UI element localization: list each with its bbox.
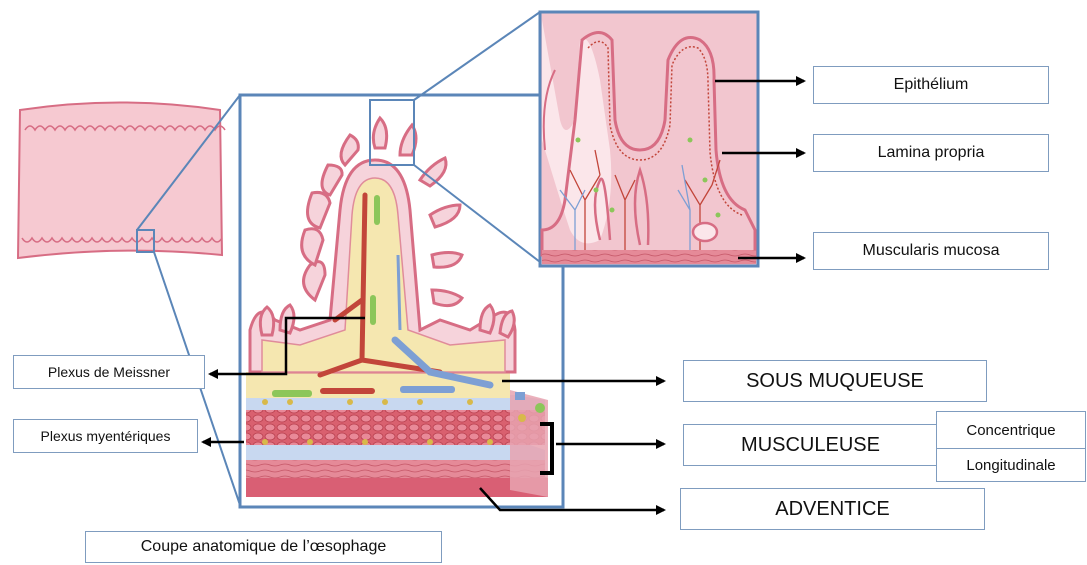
label-plexus-myenteriques-text: Plexus myentériques	[41, 428, 171, 444]
label-musculeuse-text: MUSCULEUSE	[741, 434, 880, 457]
label-plexus-meissner-text: Plexus de Meissner	[48, 364, 170, 380]
label-musculeuse: MUSCULEUSE	[683, 424, 938, 466]
label-muscularis-mucosa: Muscularis mucosa	[813, 232, 1049, 270]
esophagus-tube-segment	[18, 103, 225, 259]
label-longitudinale-text: Longitudinale	[966, 457, 1055, 474]
label-adventice-text: ADVENTICE	[775, 498, 889, 521]
label-lamina-propria: Lamina propria	[813, 134, 1049, 172]
main-cross-section	[240, 95, 563, 507]
label-epithelium-text: Epithélium	[894, 76, 969, 94]
label-epithelium: Epithélium	[813, 66, 1049, 104]
caption-text: Coupe anatomique de l’œsophage	[141, 538, 387, 556]
label-plexus-meissner: Plexus de Meissner	[13, 355, 205, 389]
caption: Coupe anatomique de l’œsophage	[85, 531, 442, 563]
label-muscularis-mucosa-text: Muscularis mucosa	[863, 242, 1000, 260]
label-longitudinale: Longitudinale	[936, 448, 1086, 482]
label-sous-muqueuse-text: SOUS MUQUEUSE	[746, 370, 924, 393]
label-plexus-myenteriques: Plexus myentériques	[13, 419, 198, 453]
label-sous-muqueuse: SOUS MUQUEUSE	[683, 360, 987, 402]
label-concentrique: Concentrique	[936, 411, 1086, 449]
label-adventice: ADVENTICE	[680, 488, 985, 530]
label-lamina-propria-text: Lamina propria	[878, 144, 985, 162]
label-concentrique-text: Concentrique	[966, 422, 1055, 439]
inset-detail	[540, 12, 758, 266]
